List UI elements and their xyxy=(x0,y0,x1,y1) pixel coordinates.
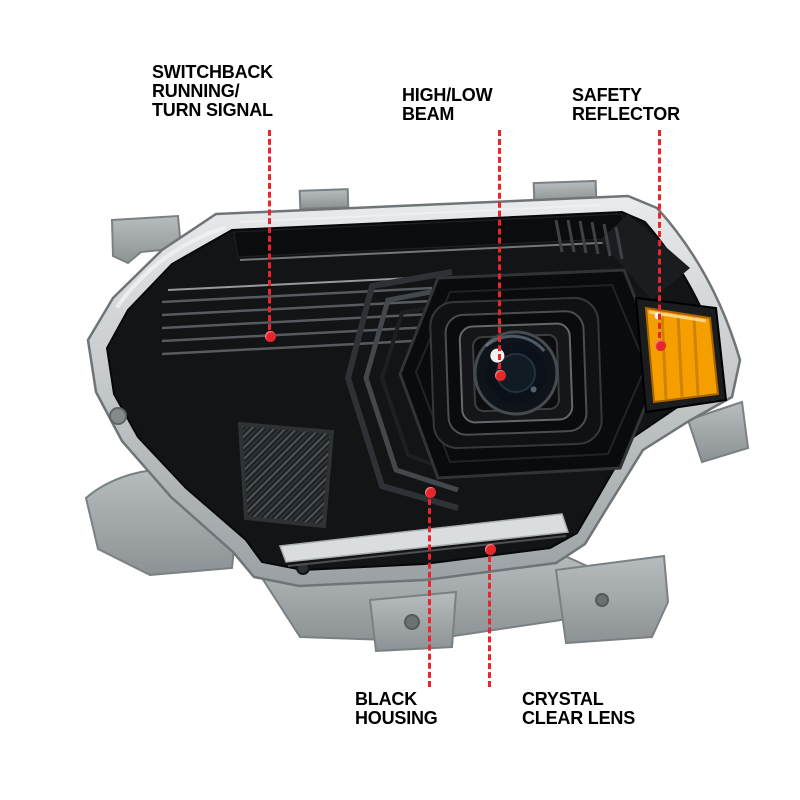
callout-dot-crystal-clear-lens xyxy=(484,543,496,555)
callout-label-crystal-clear-lens: CRYSTAL CLEAR LENS xyxy=(522,690,635,728)
leader-line-safety-reflector xyxy=(658,130,661,338)
callout-line: CLEAR LENS xyxy=(522,708,636,728)
callout-label-black-housing: BLACK HOUSING xyxy=(355,690,438,728)
callout-dot-high-low-beam xyxy=(494,369,506,381)
callout-dot-safety-reflector xyxy=(654,339,666,351)
callout-line: SAFETY xyxy=(572,85,642,105)
vent-grille xyxy=(237,421,335,529)
callout-dot-black-housing xyxy=(424,486,436,498)
leader-line-black-housing xyxy=(428,499,431,687)
amber-side-reflector xyxy=(634,296,728,414)
callout-dot-switchback xyxy=(264,330,276,342)
leader-line-switchback xyxy=(268,130,271,330)
leader-line-high-low-beam xyxy=(498,130,501,369)
callout-line: TURN SIGNAL xyxy=(152,100,273,120)
callout-line: BEAM xyxy=(402,104,455,124)
callout-line: RUNNING/ xyxy=(152,81,240,101)
clear-lens-bar xyxy=(278,513,570,563)
callout-line: REFLECTOR xyxy=(572,104,680,124)
callout-line: CRYSTAL xyxy=(522,689,604,709)
callout-label-safety-reflector: SAFETY REFLECTOR xyxy=(572,86,680,124)
callout-line: HIGH/LOW xyxy=(402,85,493,105)
callout-line: HOUSING xyxy=(355,708,438,728)
callout-line: BLACK xyxy=(355,689,417,709)
callout-line: SWITCHBACK xyxy=(152,62,273,82)
callout-label-high-low-beam: HIGH/LOW BEAM xyxy=(402,85,493,124)
callout-label-switchback: SWITCHBACK RUNNING/ TURN SIGNAL xyxy=(152,63,273,120)
leader-line-crystal-clear-lens xyxy=(488,556,491,687)
projector-lens xyxy=(429,296,603,450)
